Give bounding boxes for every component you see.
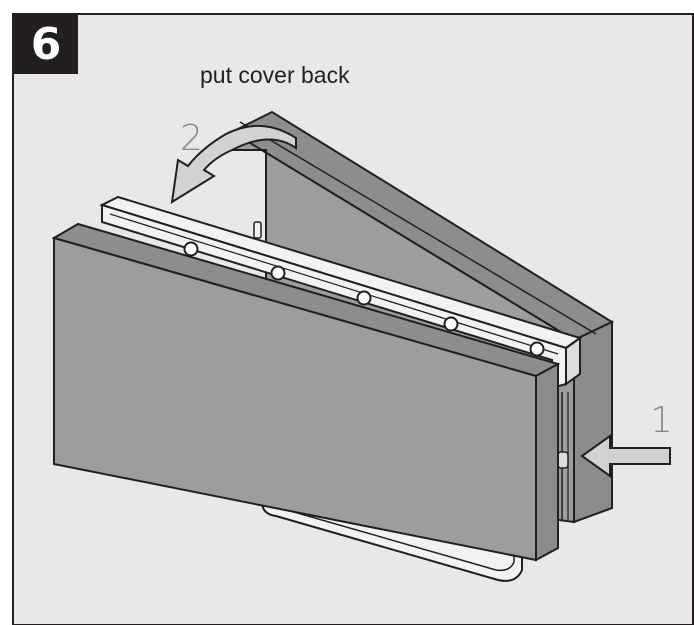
step-number-badge: 6 bbox=[14, 14, 78, 74]
strip-hole bbox=[529, 341, 545, 357]
curved-arrow-icon bbox=[170, 124, 297, 204]
strip-hole bbox=[443, 316, 459, 332]
step-caption: put cover back bbox=[200, 62, 350, 88]
front-cover bbox=[51, 222, 561, 562]
pin bbox=[253, 221, 262, 239]
strip-hole bbox=[183, 241, 199, 257]
arrow-label-2: 2 bbox=[180, 118, 203, 159]
right-arrow-icon bbox=[580, 434, 671, 478]
cover-strip bbox=[99, 195, 583, 390]
strip-hole bbox=[270, 265, 286, 281]
strip-hole bbox=[356, 290, 372, 306]
arrow-label-1: 1 bbox=[650, 400, 673, 441]
